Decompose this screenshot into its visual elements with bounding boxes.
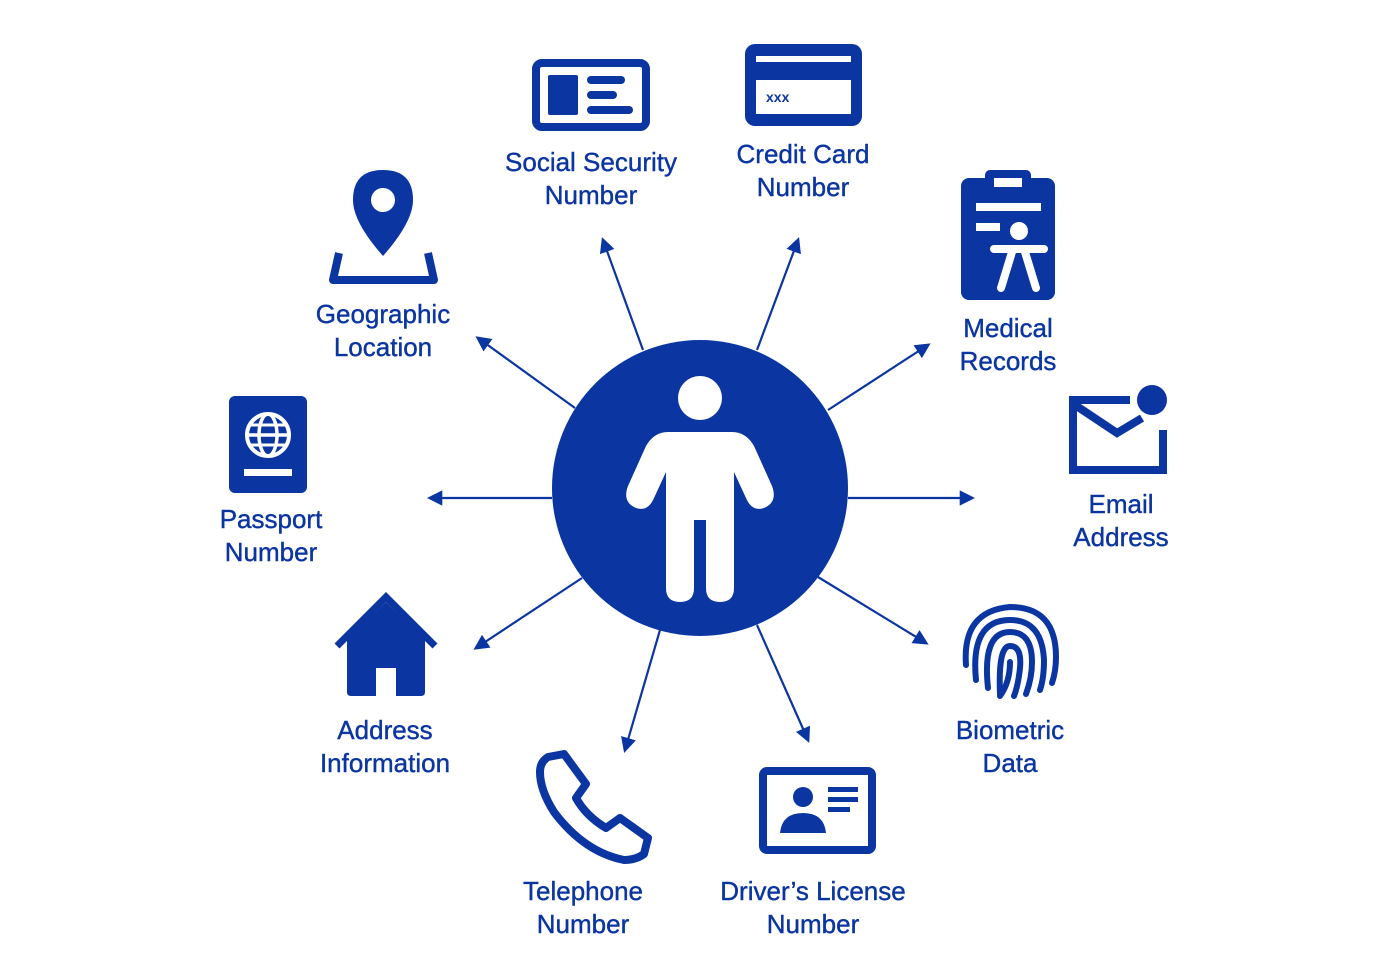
label-line: Credit Card [736,139,870,169]
arrow-to-telephone [621,629,662,753]
arrow-to-medical [827,343,931,411]
label-line: Passport [219,504,323,534]
arrow-to-drivers-license [755,624,811,743]
arrow-to-geo [475,336,576,409]
label-line: Biometric [955,715,1065,745]
credit-card-icon: xxx [745,44,862,126]
house-icon [334,592,438,696]
label-line: Records [959,346,1057,376]
label-line: Address [337,715,433,745]
fingerprint-icon [962,603,1060,699]
license-card-icon [759,767,876,854]
label-line: Medical [963,313,1053,343]
label-line: Address [1073,522,1169,552]
person-icon [626,376,774,602]
center-person-circle [552,340,848,636]
label-line: Data [982,748,1038,778]
phone-icon [536,750,652,864]
map-pin-icon [329,170,438,284]
label-line: Telephone [523,876,643,906]
id-card-icon [532,59,650,131]
label-line: Number [536,909,630,939]
label-line: Number [224,537,318,567]
arrow-to-credit-card [755,237,801,351]
label-line: Email [1088,489,1154,519]
label-line: Geographic [315,299,451,329]
arrow-to-ssn [599,237,645,351]
label-line: Number [766,909,860,939]
label-line: Number [544,180,638,210]
arrow-to-address [473,577,583,650]
medical-clipboard-icon [961,170,1055,300]
label-line: Driver’s License [720,876,906,906]
envelope-notification-icon [1069,385,1167,474]
label-line: Location [333,332,433,362]
label-line: Information [319,748,451,778]
passport-icon [229,396,307,493]
arrow-to-biometric [817,576,929,645]
label-line: Social Security [505,147,677,177]
svg-text:xxx: xxx [766,89,790,105]
label-line: Number [756,172,850,202]
